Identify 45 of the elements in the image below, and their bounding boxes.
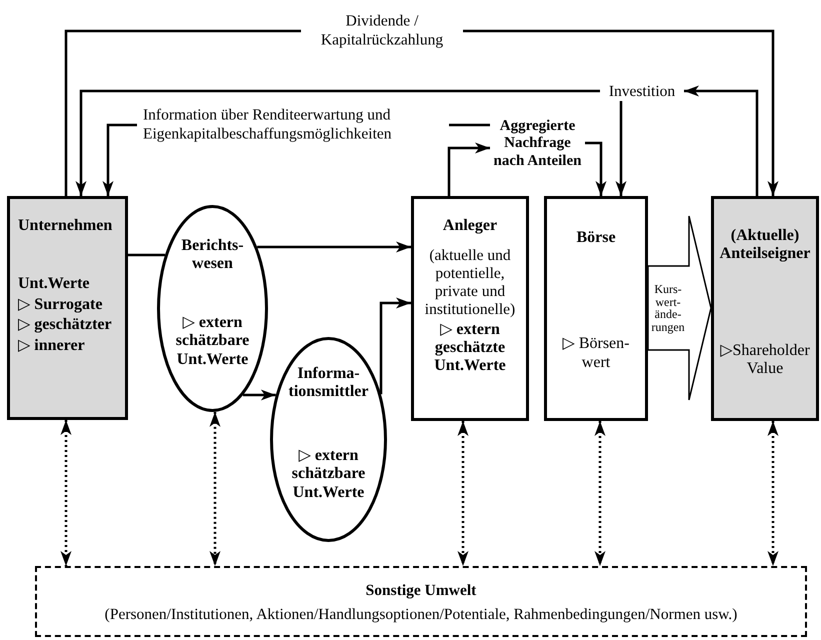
node-title: Berichts- wesen bbox=[180, 237, 245, 274]
node-text: ▷ extern geschätzte Unt.Werte bbox=[433, 320, 507, 376]
dotted-arrow bbox=[458, 421, 468, 566]
node-title: Anleger bbox=[442, 217, 498, 236]
arrow bbox=[585, 142, 606, 196]
arrow bbox=[616, 101, 626, 196]
arrow bbox=[257, 242, 411, 252]
node-title: Aggregierte Nachfrage nach Anteilen bbox=[492, 118, 582, 170]
node-text: Unt.Werte bbox=[18, 275, 90, 294]
arrow bbox=[76, 90, 600, 196]
node-text: ▷ innerer bbox=[18, 336, 85, 355]
node-text: ▷ extern schätzbare Unt.Werte bbox=[290, 446, 366, 502]
process-ellipse bbox=[157, 205, 268, 412]
node-title: (Aktuelle) Anteilseigner bbox=[718, 227, 812, 264]
node-text: ▷ Surrogate bbox=[18, 296, 102, 314]
process-box bbox=[711, 196, 819, 421]
node-text: ▷ extern schätzbare Unt.Werte bbox=[174, 314, 250, 369]
node-text: ▷Shareholder Value bbox=[719, 342, 811, 379]
process-box bbox=[544, 196, 648, 421]
process-box bbox=[411, 196, 529, 421]
dotted-arrow bbox=[768, 421, 778, 566]
environment-box bbox=[35, 566, 807, 637]
arrow bbox=[448, 142, 490, 196]
process-box bbox=[7, 196, 128, 420]
connector-line bbox=[128, 254, 165, 256]
node-text: (aktuelle und potentielle, private und institutionelle) bbox=[424, 247, 516, 319]
dotted-arrow bbox=[210, 412, 220, 566]
node-text: (Personen/Institutionen, Aktionen/Handlungsoptionen/Potentiale, Rahmenbedingungen/Normen usw.) bbox=[104, 606, 738, 624]
node-title: Investition bbox=[608, 82, 676, 100]
process-ellipse bbox=[270, 337, 387, 542]
dotted-arrow bbox=[60, 420, 72, 566]
block-arrow bbox=[647, 215, 712, 401]
node-title: Börse bbox=[576, 229, 616, 248]
edge-label: Information über Renditeerwartung und Eigenkapitalbeschaffungsmöglichkeiten bbox=[137, 106, 449, 144]
node-title: Informa- tionsmittler bbox=[288, 365, 370, 402]
arrow bbox=[684, 86, 758, 196]
arrow bbox=[242, 390, 276, 400]
node-text: ▷ Börsen- wert bbox=[562, 335, 630, 372]
node-title: Unternehmen bbox=[18, 217, 112, 236]
edge-label: Kurs- wert- ände- rungen bbox=[650, 282, 686, 334]
node-text: ▷ geschätzter bbox=[18, 316, 112, 335]
node-title: Sonstige Umwelt bbox=[366, 582, 476, 600]
dotted-arrow bbox=[594, 421, 606, 566]
edge-label: Dividende / Kapitalrückzahlung bbox=[301, 12, 463, 50]
arrow bbox=[380, 298, 411, 394]
